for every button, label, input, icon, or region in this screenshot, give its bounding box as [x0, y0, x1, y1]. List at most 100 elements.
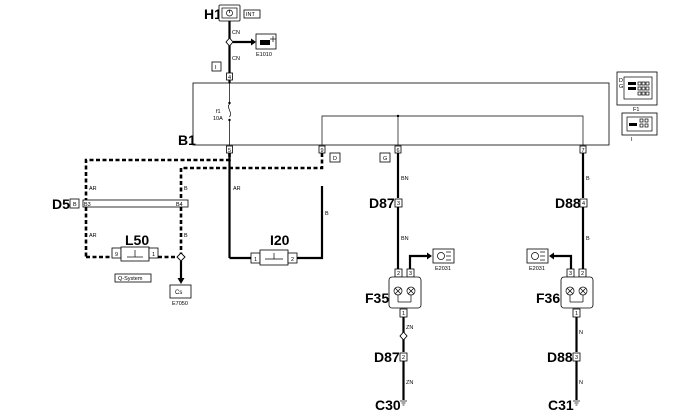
arrow-icon	[427, 252, 432, 260]
ground-icon	[573, 400, 580, 406]
b1-pin-9: 9	[321, 148, 324, 154]
connector-i-box	[211, 61, 222, 72]
h1-switch-icon	[218, 4, 241, 22]
h1-badge	[243, 9, 261, 19]
h1-badge-text: INT	[246, 12, 256, 18]
f35-pin-bottom: 1	[402, 311, 405, 317]
wire-f36-e2031	[554, 254, 573, 269]
wire-color-zn-1: ZN	[406, 325, 413, 331]
wire-color-n-1: N	[579, 330, 583, 336]
fuse-terminal	[228, 101, 231, 105]
svg-text:Cs: Cs	[175, 290, 182, 296]
f36-pin-a: 3	[569, 271, 572, 277]
connector-d-label: D	[333, 156, 337, 162]
wire-color-b-1: B	[184, 186, 188, 192]
l50-module-icon	[120, 246, 150, 262]
c30-label: C30	[375, 397, 401, 413]
b1-pin-6: 6	[397, 148, 400, 154]
i20-switch-icon	[259, 249, 289, 266]
ref-e1010: E1010	[256, 52, 272, 58]
f36-label: F36	[536, 290, 560, 306]
wire-color-ar-1: AR	[89, 186, 97, 192]
h1-label: H1	[204, 6, 222, 22]
wire-color-cn-top: CN	[232, 30, 240, 36]
splice-node	[225, 37, 234, 47]
legend-i-label: I	[631, 137, 633, 143]
ground-ref-icon	[255, 33, 277, 50]
b1-fuse-box	[192, 82, 610, 146]
fuse-id: f1	[216, 109, 221, 115]
f36-pin-b: 2	[581, 271, 584, 277]
d5-pin-b4: B4	[176, 202, 183, 208]
wire-color-ar-3: AR	[233, 186, 241, 192]
wire-color-b-2: B	[184, 233, 188, 239]
wire-color-cn-bottom: CN	[232, 56, 240, 62]
d5-label: D5	[52, 196, 70, 212]
wire-color-bn-2: BN	[401, 236, 409, 242]
fuse-icon	[228, 103, 231, 118]
lamp-ref-icon	[526, 248, 549, 264]
b1-pin-top: 4	[228, 75, 231, 81]
f35-label: F35	[365, 290, 389, 306]
l50-label: L50	[125, 232, 149, 248]
f35-lamp-unit	[388, 276, 422, 309]
arrow-down-icon	[177, 278, 185, 284]
ground-icon: Cs	[169, 284, 192, 299]
connector-g-label: G	[383, 156, 387, 162]
d87-bottom-label: D87	[374, 349, 400, 365]
b1-label: B1	[178, 132, 196, 148]
d5-connector-label: B	[73, 202, 77, 208]
f35-pin-b: 3	[409, 271, 412, 277]
wire-color-zn-2: ZN	[406, 380, 413, 386]
wire-color-bn-1: BN	[401, 176, 409, 182]
wire-b	[297, 186, 324, 260]
i20-pin-1: 1	[254, 257, 257, 263]
ref-e2031-left: E2031	[435, 266, 451, 272]
fuse-rating: 10A	[213, 116, 223, 122]
splice-node	[399, 331, 408, 341]
ground-icon	[400, 400, 407, 406]
wire-f35-e2031	[408, 254, 427, 269]
wire-color-ar-2: AR	[89, 233, 97, 239]
d88-bottom-pin: 3	[575, 355, 578, 361]
d88-top-label: D88	[555, 195, 581, 211]
wire-b-dashed	[179, 153, 324, 200]
connector-i-label: I	[215, 65, 217, 71]
i20-pin-2: 2	[291, 257, 294, 263]
svg-text:G: G	[619, 84, 623, 90]
splice-node	[176, 252, 186, 262]
d88-top-pin: 4	[582, 201, 585, 207]
b1-pin-7: 7	[582, 148, 585, 154]
bus-node	[396, 114, 400, 118]
f36-lamp-unit	[560, 276, 594, 309]
d5-pin-b3: B3	[84, 202, 91, 208]
legend-f1-label: F1	[633, 107, 639, 113]
wire-color-b-5: B	[586, 236, 590, 242]
d5-connector-strip	[82, 199, 189, 208]
arrow-icon	[549, 252, 554, 260]
b1-internal-bus	[321, 115, 584, 145]
i20-label: I20	[270, 232, 290, 248]
ref-e2031-right: E2031	[529, 266, 545, 272]
l50-name: Q-System	[118, 276, 143, 282]
f35-pin-a: 2	[397, 271, 400, 277]
connector-d-box	[329, 152, 341, 163]
svg-text:D: D	[619, 78, 623, 84]
d87-top-pin: 3	[397, 201, 400, 207]
l50-name-box	[114, 273, 152, 283]
lamp-ref-icon	[432, 248, 455, 264]
b1-pin-top-box	[226, 72, 233, 81]
d88-bottom-label: D88	[547, 349, 573, 365]
c31-label: C31	[548, 397, 574, 413]
arrow-icon	[251, 38, 256, 46]
wire-color-b-4: B	[586, 176, 590, 182]
legend-f1: D G	[616, 71, 658, 106]
ref-e7050: E7050	[172, 301, 188, 307]
l50-pin-1: 1	[152, 252, 155, 258]
l50-pin-1-box	[148, 247, 159, 259]
wire-color-n-2: N	[579, 380, 583, 386]
connector-g-box	[379, 152, 391, 163]
legend-i	[621, 112, 658, 136]
l50-pin-9: 9	[115, 252, 118, 258]
